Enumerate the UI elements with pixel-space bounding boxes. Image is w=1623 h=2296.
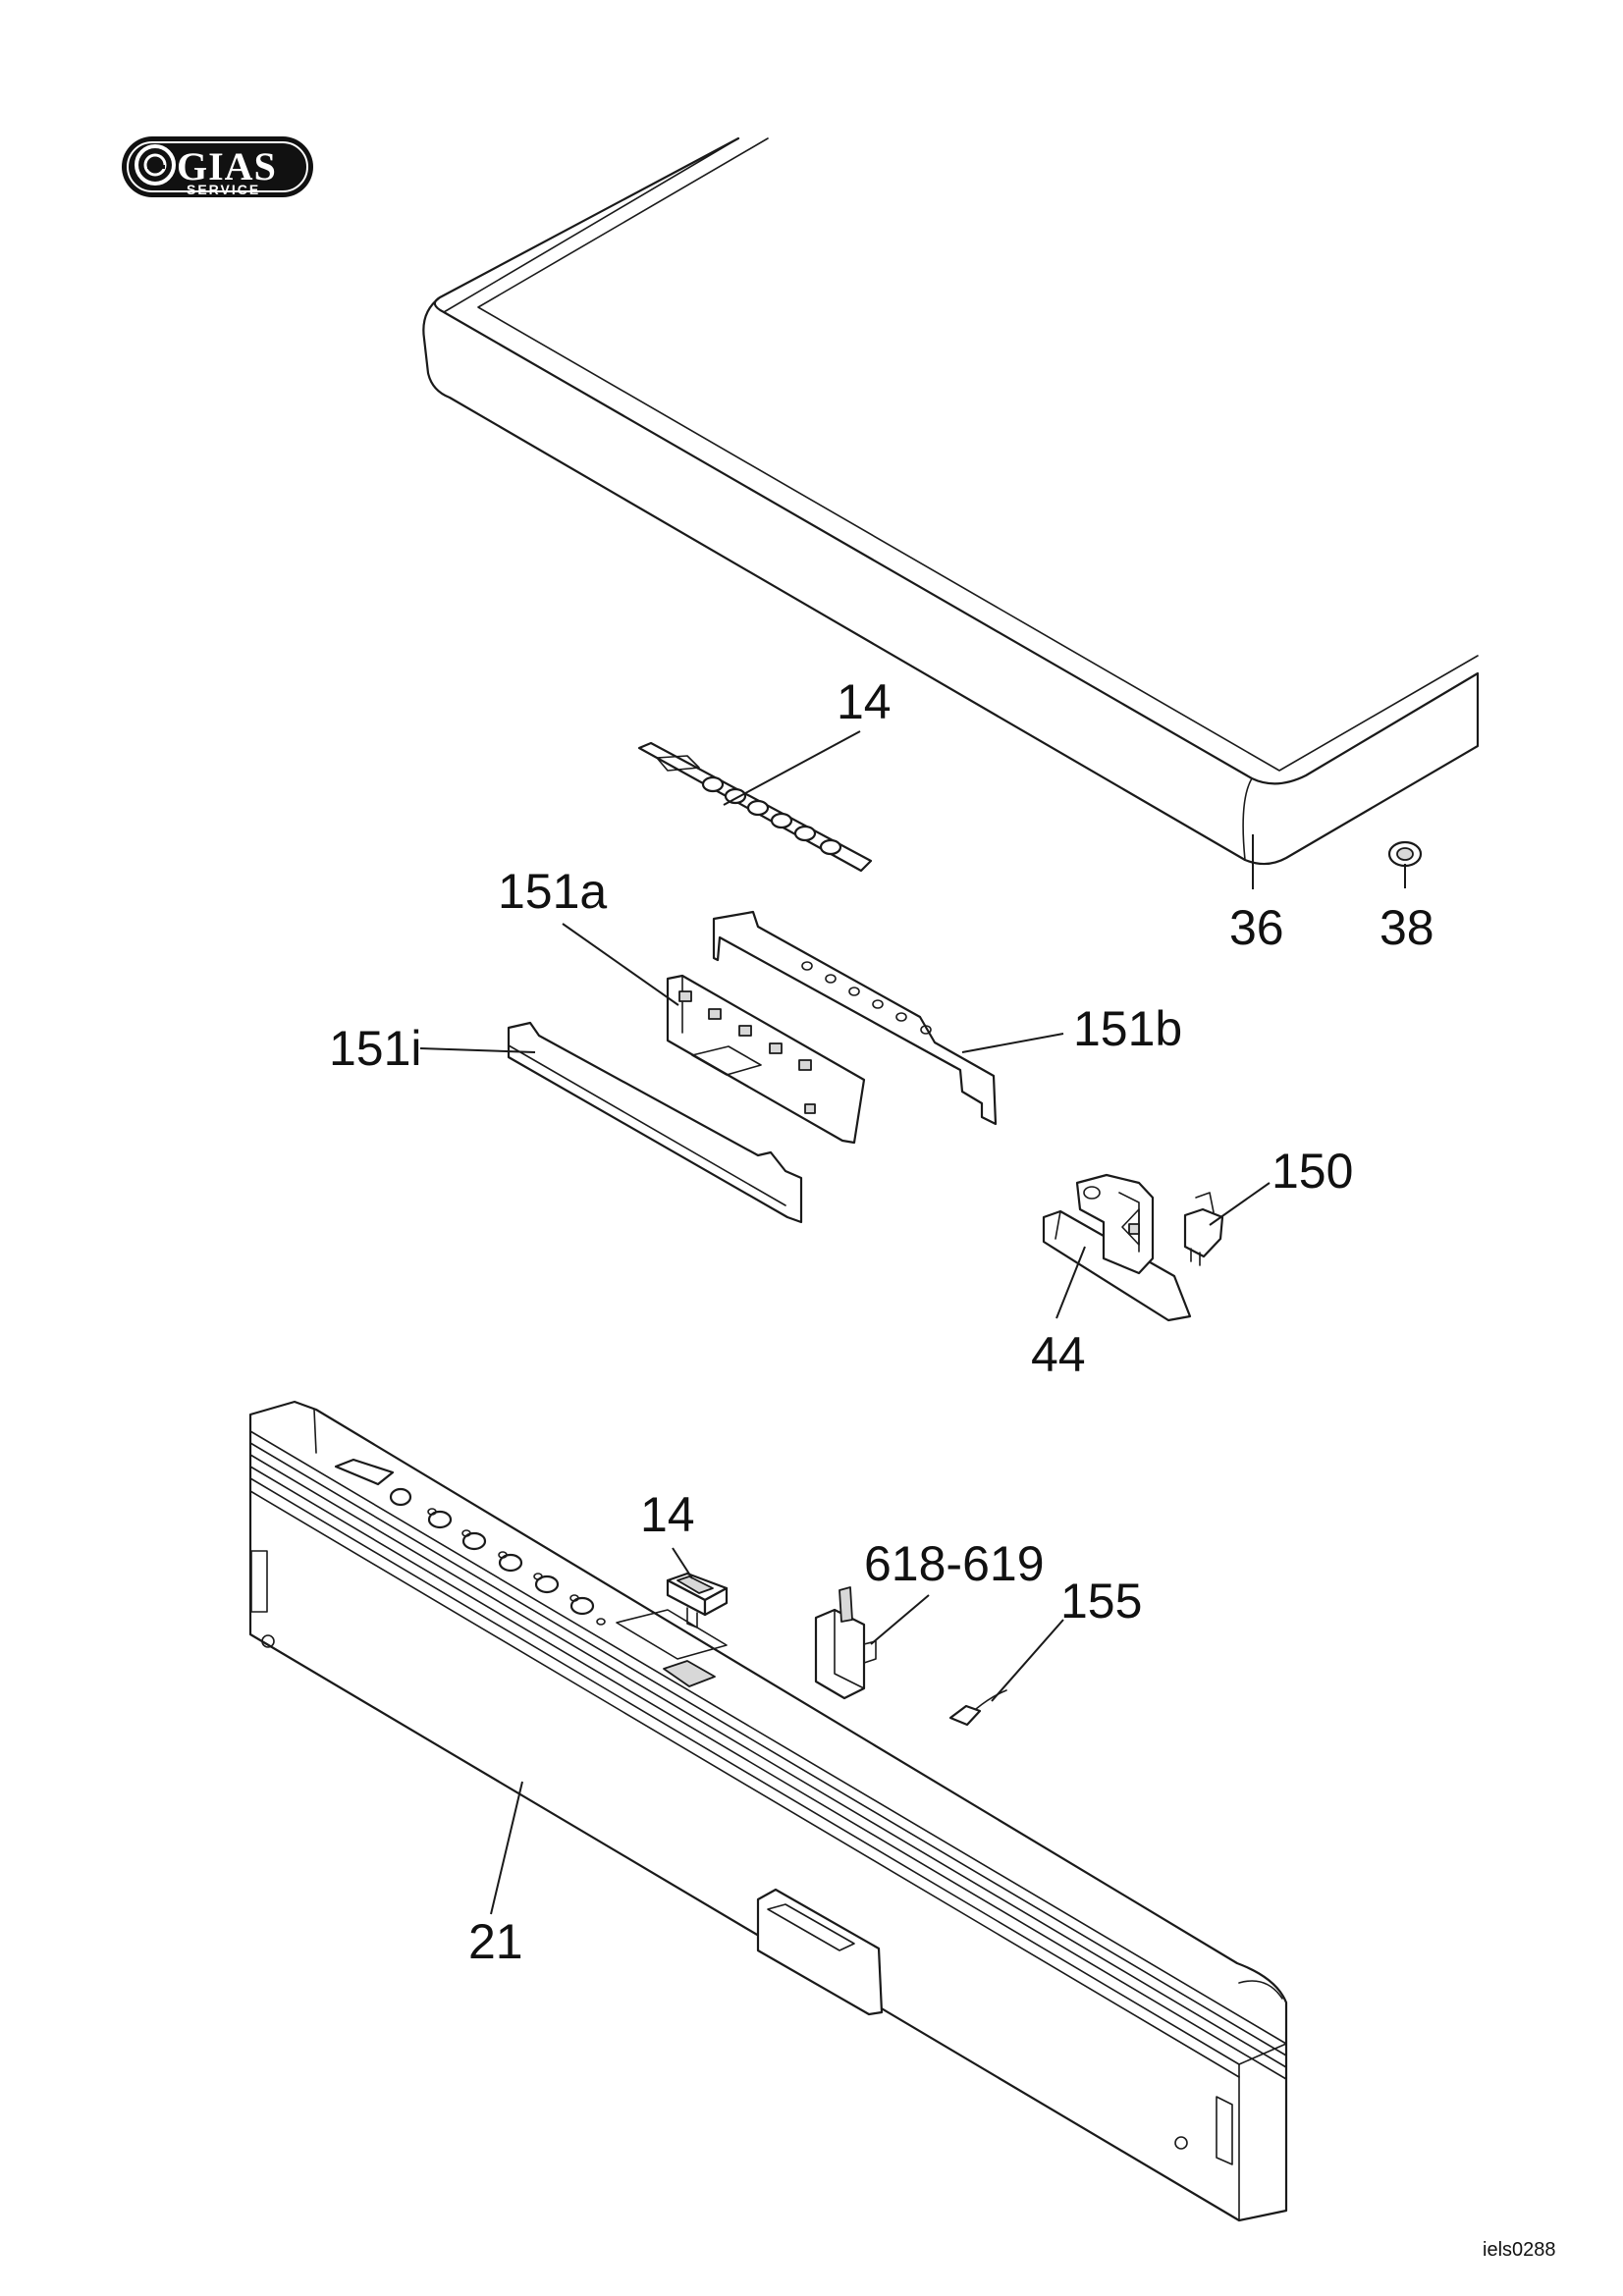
gias-service-logo: GIAS SERVICE <box>122 136 313 197</box>
callout-151i: 151i <box>329 1021 422 1076</box>
part-151a-circuit-board <box>666 974 866 1145</box>
part-38-bumper <box>1387 840 1423 868</box>
callout-150: 150 <box>1271 1144 1353 1199</box>
logo-subtitle-text: SERVICE <box>187 182 260 197</box>
part-150-microswitch <box>1183 1192 1224 1266</box>
callout-44: 44 <box>1031 1327 1086 1382</box>
part-44-handle <box>1042 1209 1192 1322</box>
panel-knobs <box>389 1487 606 1626</box>
callout-14-top: 14 <box>837 674 892 729</box>
reference-code: iels0288 <box>1483 2239 1556 2261</box>
callout-618-619: 618-619 <box>864 1536 1045 1591</box>
callout-labels: 14 36 38 151a 151b 151i 150 44 14 618-61… <box>329 674 1434 1969</box>
part-155-lamp <box>948 1689 1007 1727</box>
button-caps <box>701 775 842 856</box>
callout-36: 36 <box>1229 900 1284 955</box>
callout-151a: 151a <box>498 864 607 919</box>
logo-brand-text: GIAS <box>177 144 277 188</box>
part-21-control-panel <box>248 1400 1288 2222</box>
part-618-619-switch <box>814 1586 877 1700</box>
support-holes <box>801 961 932 1035</box>
callout-38: 38 <box>1380 900 1434 955</box>
callout-151b: 151b <box>1073 1001 1182 1056</box>
board-components <box>678 990 816 1114</box>
callout-14-bottom: 14 <box>640 1487 695 1542</box>
callout-155: 155 <box>1060 1574 1142 1629</box>
leader-lines <box>419 730 1406 1915</box>
part-14-button-strip <box>637 741 873 873</box>
part-151i-cover <box>507 1021 803 1224</box>
part-44-latch-bracket <box>1075 1173 1155 1275</box>
display-window <box>334 1458 395 1486</box>
part-151b-support <box>712 910 998 1126</box>
callout-21: 21 <box>468 1914 523 1969</box>
part-36-door-panel <box>422 136 1480 866</box>
part-14-single-button <box>666 1572 729 1629</box>
